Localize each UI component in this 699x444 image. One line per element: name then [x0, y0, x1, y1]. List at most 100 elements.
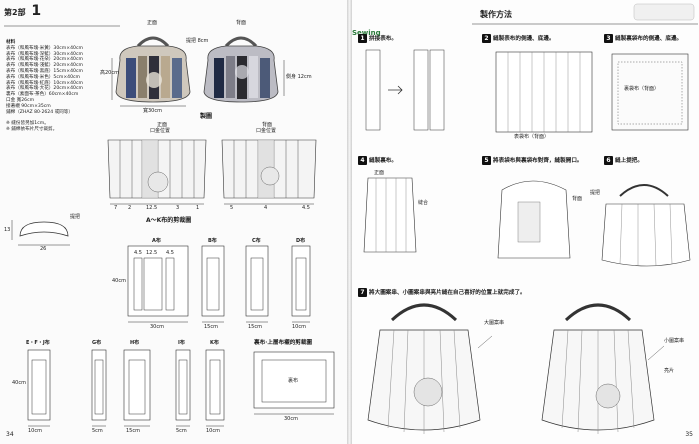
label-bead-small: 小圖案串 [664, 338, 685, 344]
brand-logo: Sewing [352, 29, 381, 37]
pattern-diagrams-row1 [127, 245, 311, 323]
group-title: G布 [92, 340, 102, 346]
handle-width: 26 [40, 246, 47, 252]
material-item: 表布（和風布塊·大花）20cm×40cm [6, 86, 83, 92]
right-header-rule [472, 3, 698, 25]
group-width: 15cm [126, 428, 140, 434]
strip-num: 4.5 [134, 250, 142, 256]
step-number: 1 [358, 34, 367, 43]
materials-list: 材料 表布（和風布塊·米黃）30cm×40cm 表布（和風布塊·深藍）30cm×… [6, 40, 121, 133]
group-title: D布 [296, 238, 306, 244]
label-front: 正面 [374, 170, 385, 176]
material-item: 裏布（素面布·茶色）60cm×40cm [6, 92, 79, 98]
group-width: 15cm [204, 324, 218, 330]
frame-label-front: 口金位置 [150, 128, 171, 134]
label-back: 背面 [572, 196, 583, 202]
dim-top: 提把 8cm [186, 38, 209, 44]
group-title: E・F・J布 [26, 340, 50, 346]
strip-num: 5 [230, 205, 234, 211]
group-width: 10cm [28, 428, 42, 434]
step-number: 3 [604, 34, 613, 43]
book-gutter [347, 0, 352, 444]
label-sequin: 亮片 [664, 368, 675, 374]
step-text: 縫製表布的側邊、底邊。 [493, 36, 555, 42]
handle-label: 提把 [70, 214, 81, 220]
group-width: 30cm [150, 324, 164, 330]
group-title: I布 [178, 340, 185, 346]
bag-illustrations [111, 36, 285, 107]
material-item: 表布（和風布塊·米黃）30cm×40cm [6, 45, 83, 51]
section-patterns-title: A～K布的剪裁圖 [146, 217, 192, 224]
material-item: 口金 寬26cm [6, 97, 35, 103]
view-front-label: 正面 [147, 20, 158, 26]
label-seam: 縫合 [418, 200, 429, 206]
label-outer: 表袋布（背面） [514, 134, 550, 140]
left-header-rule [4, 25, 120, 27]
materials-title: 材料 [6, 40, 16, 45]
view-back-label: 背面 [236, 20, 247, 26]
page-number-left: 34 [6, 431, 14, 438]
lining-width: 30cm [284, 416, 298, 422]
chapter-number: 1 [31, 3, 42, 19]
step-number: 5 [482, 156, 491, 165]
step-text: 將大圖案串、小圖案串與亮片縫在自己喜好的位置上就完成了。 [369, 290, 526, 296]
section-assembly-title: 製圖 [200, 113, 213, 120]
finished-bag-back [541, 303, 655, 434]
chapter-prefix: 第2部 [4, 8, 26, 17]
chapter-header: 第2部 1 [4, 4, 41, 18]
bag-front-illustration [115, 36, 191, 103]
strip-num: 3 [176, 205, 180, 211]
step-text: 縫製裏布。 [369, 158, 397, 164]
material-item: 表布（和風布塊·米色）5cm×40cm [6, 74, 81, 80]
step-text: 縫製裏袋布的側邊、底邊。 [615, 36, 683, 42]
strip-num: 4.5 [166, 250, 174, 256]
strip-num: 4 [264, 205, 268, 211]
group-title: K布 [210, 340, 219, 346]
dim-side: 側身 12cm [286, 74, 312, 80]
group-title: C布 [252, 238, 261, 244]
strip-num: 2 [128, 205, 132, 211]
dim-height: 高20cm [100, 70, 119, 76]
material-item: 接著襯 90cm×35cm [6, 103, 51, 109]
assembly-front-label: 正面 [157, 122, 168, 128]
material-item: 表布（和風布塊·花朵）20cm×40cm [6, 57, 83, 63]
strip-num: 4.5 [302, 205, 310, 211]
note-line: ※ 縫份皆另加1cm。 [6, 121, 49, 127]
material-item: 表布（和風布塊·淺藍）20cm×40cm [6, 63, 83, 69]
frame-label-back: 口金位置 [256, 128, 277, 134]
finished-bag-front [367, 303, 481, 434]
step-number: 6 [604, 156, 613, 165]
pattern-diagrams-row2 [27, 349, 335, 427]
method-title: 製作方法 [480, 10, 512, 19]
step-number: 7 [358, 288, 367, 297]
strip-num: 12.5 [146, 250, 158, 256]
section-lining-title: 裏布·上層布襯的剪裁圖 [254, 340, 313, 346]
step-text: 縫上提把。 [615, 158, 643, 164]
height-label: 40cm [12, 380, 26, 386]
handle-diagram [11, 220, 70, 246]
step-number: 4 [358, 156, 367, 165]
step-number: 2 [482, 34, 491, 43]
group-width: 15cm [248, 324, 262, 330]
material-item: 表布（和風布塊·深藍）30cm×40cm [6, 51, 83, 57]
height-label: 40cm [112, 278, 126, 284]
group-title: B布 [208, 238, 217, 244]
group-width: 10cm [206, 428, 220, 434]
group-title: A布 [152, 238, 161, 244]
group-width: 5cm [176, 428, 187, 434]
dim-width: 寬30cm [143, 108, 162, 114]
material-item: 表布（和風布塊·紅底）10cm×40cm [6, 80, 83, 86]
group-width: 5cm [92, 428, 103, 434]
assembly-diagram [107, 139, 317, 205]
label-handle: 提把 [590, 190, 601, 196]
step-text: 拼接表布。 [369, 36, 397, 42]
